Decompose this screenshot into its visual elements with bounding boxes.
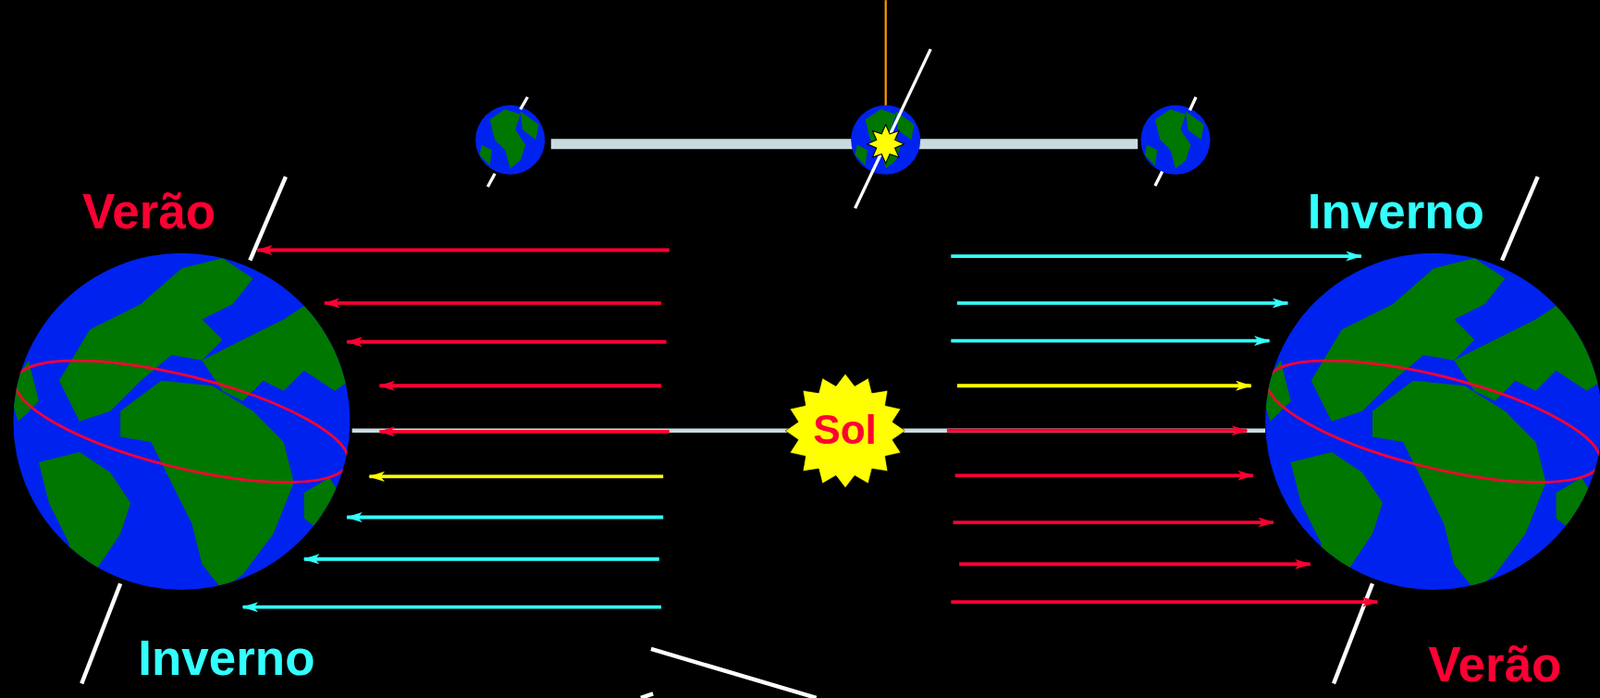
season-label: Verão [1427, 640, 1562, 690]
season-label: Verão [82, 187, 216, 237]
sun-star: Sol [785, 373, 906, 489]
star-shape [785, 373, 906, 489]
season-label: Inverno [1307, 187, 1485, 237]
sun-label: Sol [812, 410, 877, 452]
season-label: Inverno [137, 633, 315, 683]
